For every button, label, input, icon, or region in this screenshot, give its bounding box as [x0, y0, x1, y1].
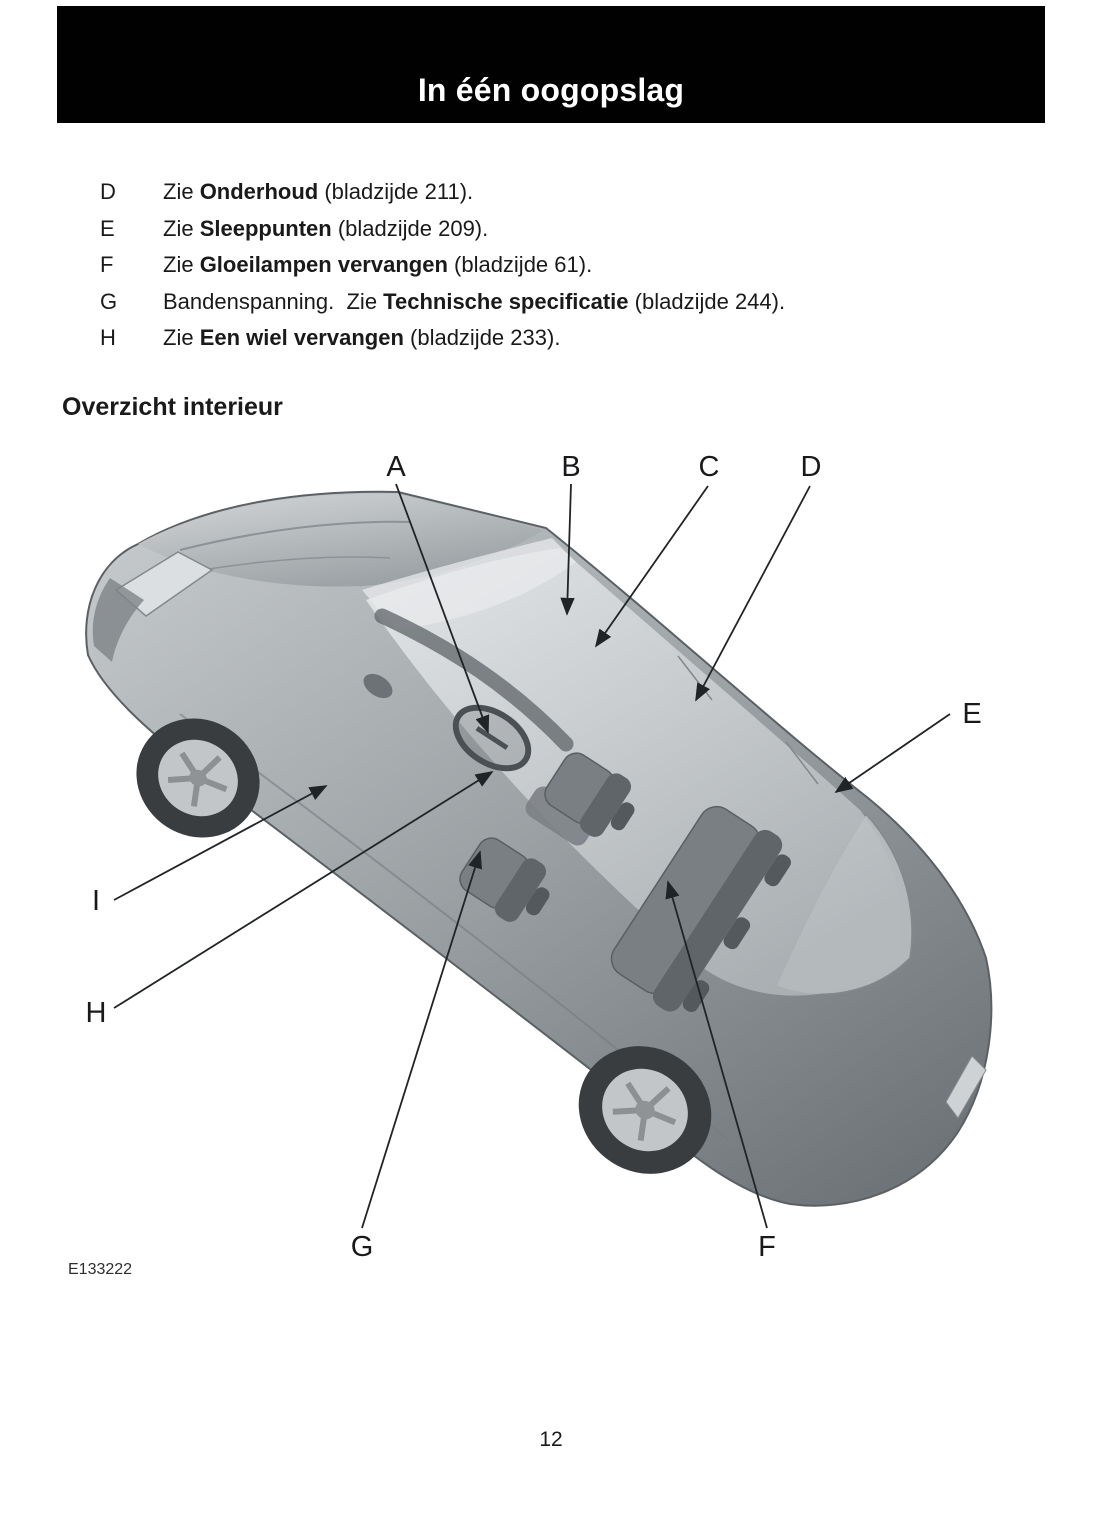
door-seam: [785, 741, 819, 785]
callout-line-g: [361, 850, 483, 1229]
callout-line-a: [395, 483, 490, 734]
item-key: D: [100, 179, 116, 204]
item-text-pre: Zie: [163, 179, 200, 204]
interior-overview-figure: A B C D E F G H I E133222: [60, 450, 1040, 1290]
list-item: G Bandenspanning. Zie Technische specifi…: [100, 284, 1030, 321]
callout-line-i: [113, 785, 328, 901]
callout-label-c: C: [699, 451, 720, 483]
item-key: G: [100, 288, 118, 314]
callout-label-d: D: [801, 451, 822, 483]
callout-lines: [113, 483, 951, 1229]
front-grille: [92, 578, 144, 662]
callout-label-g: G: [351, 1231, 374, 1263]
figure-code: E133222: [68, 1261, 132, 1278]
rear-wheel: [578, 1046, 712, 1174]
item-text-pre: Zie: [163, 252, 200, 277]
item-key: E: [100, 215, 115, 241]
item-text-post: (bladzijde 211).: [318, 179, 474, 204]
side-mirror: [363, 673, 393, 699]
item-text-post: (bladzijde 244).: [628, 288, 786, 314]
callout-label-f: F: [758, 1231, 776, 1263]
section-title: Overzicht interieur: [62, 393, 283, 421]
item-text-bold: Een wiel vervangen: [199, 325, 404, 350]
center-console: [525, 786, 596, 846]
hood-crease: [179, 520, 411, 551]
item-text-pre: Zie: [163, 215, 200, 241]
callout-line-e: [834, 713, 951, 794]
item-key: H: [100, 325, 116, 350]
callout-label-h: H: [86, 997, 107, 1029]
item-text-bold: Gloeilampen vervangen: [199, 252, 448, 277]
list-item: H Zie Een wiel vervangen (bladzijde 233)…: [100, 320, 1030, 357]
item-text-bold: Sleeppunten: [199, 215, 332, 241]
list-item: D Zie Onderhoud (bladzijde 211).: [100, 174, 1030, 211]
callout-label-i: I: [92, 885, 100, 917]
reference-list: D Zie Onderhoud (bladzijde 211). E Zie S…: [100, 174, 1030, 357]
steering-wheel: [452, 704, 532, 772]
item-text: Zie Gloeilampen vervangen (bladzijde 61)…: [163, 247, 592, 284]
dashboard: [374, 608, 574, 752]
page-number: 12: [539, 1428, 563, 1451]
list-item: F Zie Gloeilampen vervangen (bladzijde 6…: [100, 247, 1030, 284]
windshield: [362, 538, 576, 630]
item-text: Zie Een wiel vervangen (bladzijde 233).: [163, 320, 560, 357]
item-text-bold: Onderhoud: [199, 179, 319, 204]
item-text: Zie Sleeppunten (bladzijde 209).: [163, 211, 488, 248]
chapter-title: In één oogopslag: [417, 72, 685, 108]
chapter-header: In één oogopslag: [57, 6, 1045, 123]
front-seat-driver: [544, 752, 635, 837]
callout-labels: A B C D E F G H I: [86, 451, 982, 1263]
callout-line-c: [594, 485, 709, 648]
front-wheel: [136, 718, 260, 838]
callout-line-h: [113, 771, 494, 1009]
car-illustration: A B C D E F G H I E133222: [68, 451, 993, 1278]
callout-line-f: [665, 880, 768, 1229]
item-key: F: [100, 252, 114, 277]
car-hood: [138, 493, 544, 587]
callout-label-a: A: [386, 451, 406, 483]
taillight: [945, 1055, 987, 1119]
item-text-pre: Bandenspanning. Zie: [163, 288, 384, 314]
item-text-post: (bladzijde 233).: [403, 325, 561, 350]
callout-line-d: [695, 485, 811, 702]
list-item: E Zie Sleeppunten (bladzijde 209).: [100, 211, 1030, 248]
callout-label-b: B: [561, 451, 580, 483]
item-text-bold: Technische specificatie: [383, 288, 629, 314]
item-text-pre: Zie: [163, 325, 200, 350]
item-text-post: (bladzijde 209).: [331, 215, 489, 241]
rear-seat-bench: [610, 805, 791, 1013]
item-text: Zie Onderhoud (bladzijde 211).: [163, 174, 473, 211]
item-text: Bandenspanning. Zie Technische specifica…: [163, 284, 785, 321]
callout-line-b: [560, 483, 575, 616]
callout-label-e: E: [962, 698, 981, 730]
car-body: [85, 490, 993, 1207]
page-footer: 12: [0, 1428, 1102, 1452]
item-text-post: (bladzijde 61).: [447, 252, 593, 277]
